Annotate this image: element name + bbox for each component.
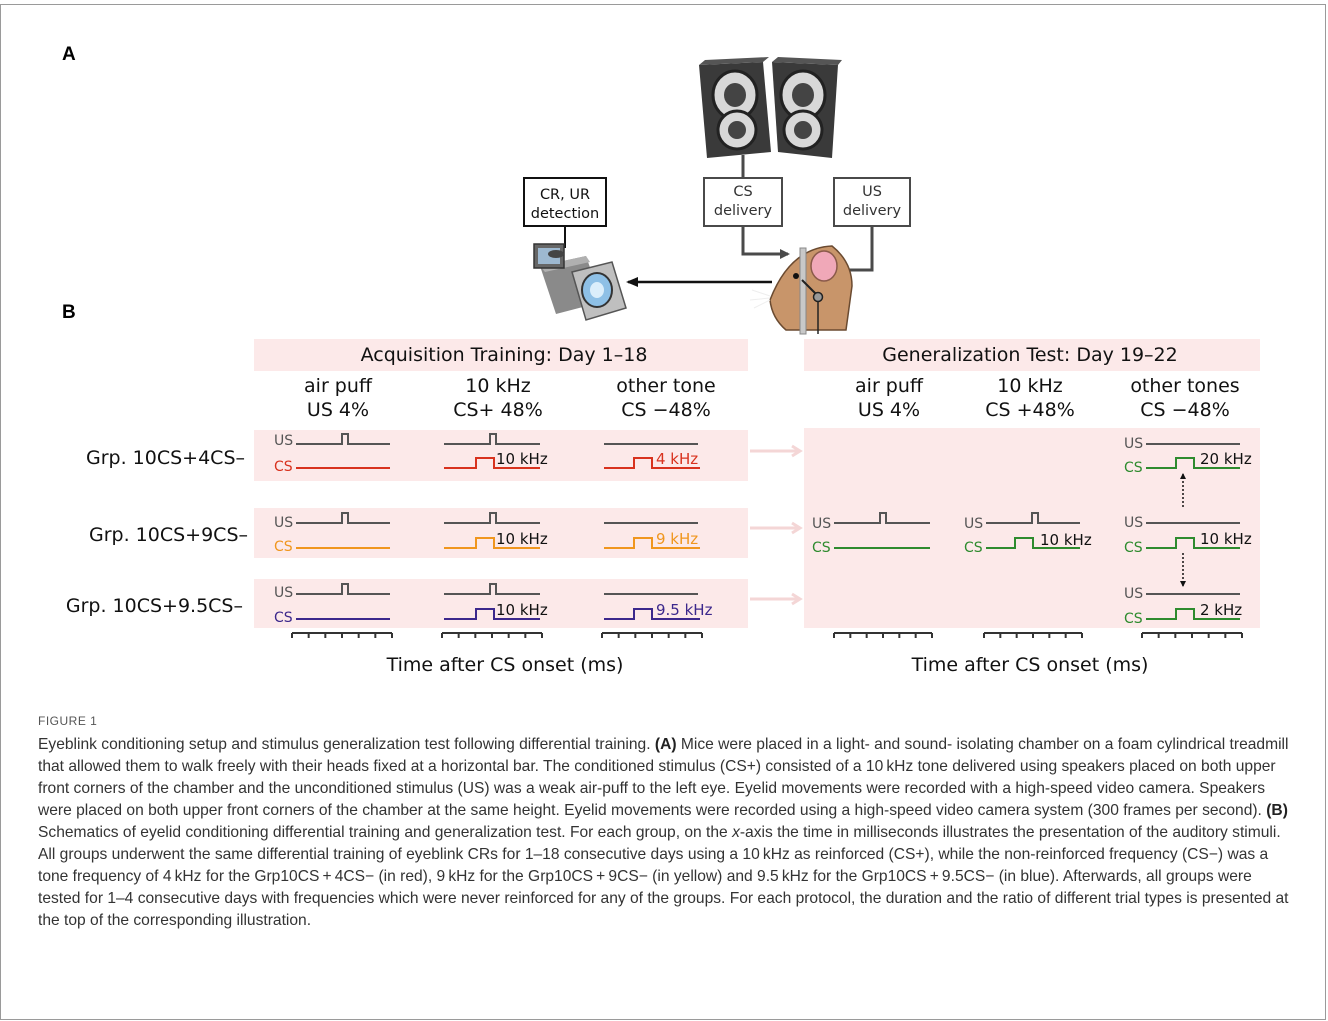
- cs-label: CS: [274, 459, 293, 475]
- test-freq-label: 20 kHz: [1200, 450, 1252, 468]
- other-freq-label: 9 kHz: [656, 530, 698, 548]
- cs-trace: [444, 457, 540, 469]
- acq-time-label: Time after CS onset (ms): [386, 654, 624, 676]
- cr-ur-detection-box: [523, 177, 607, 227]
- cs-label: CS: [1124, 540, 1143, 556]
- gen-col3-line1: other tones: [1130, 375, 1239, 397]
- cs-label: CS: [964, 540, 983, 556]
- figure-graphic: CR, UR detection CS delivery US delivery: [66, 57, 1260, 676]
- caption-x-italic: x: [732, 824, 740, 841]
- us-trace: [444, 433, 540, 445]
- cs-plus-freq-label: 10 kHz: [496, 530, 548, 548]
- acq-col3-line2: CS −48%: [621, 399, 711, 421]
- acq-col2-line2: CS+ 48%: [453, 399, 543, 421]
- group-label-1: Grp. 10CS+4CS–: [86, 447, 245, 469]
- cs-label: CS: [274, 539, 293, 555]
- cs-trace: [1146, 457, 1240, 469]
- gen-col1-line2: US 4%: [858, 399, 920, 421]
- speaker-left-icon: [699, 57, 771, 158]
- gen-col3-line2: CS −48%: [1140, 399, 1230, 421]
- cs-trace: [444, 537, 540, 549]
- acq-col1-line2: US 4%: [307, 399, 369, 421]
- cs-plus-freq-label: 10 kHz: [496, 450, 548, 468]
- gen-col1-line1: air puff: [855, 375, 924, 397]
- acquisition-header: Acquisition Training: Day 1–18: [361, 344, 648, 366]
- cs-label: CS: [812, 540, 831, 556]
- caption-text-2: Mice were placed in a light- and sound- …: [38, 736, 1289, 819]
- us-label: US: [274, 585, 293, 601]
- cs-trace: [1146, 537, 1240, 549]
- cs-delivery-box: [703, 177, 783, 227]
- gen-time-label: Time after CS onset (ms): [911, 654, 1149, 676]
- caption-tag-a: (A): [654, 736, 677, 753]
- us-label: US: [274, 433, 293, 449]
- acq-col1-line1: air puff: [304, 375, 373, 397]
- cs-label: CS: [1124, 460, 1143, 476]
- us-trace: [834, 512, 930, 524]
- video-camera-icon: [533, 243, 627, 321]
- us-delivery-text-1: US: [862, 184, 882, 200]
- us-trace: [444, 512, 540, 524]
- setup-illustration: CR, UR detection CS delivery US delivery: [523, 57, 911, 335]
- us-trace: [296, 433, 390, 445]
- speaker-right-icon: [772, 57, 842, 158]
- caption-title: FIGURE 1: [38, 714, 98, 728]
- cs-trace: [986, 537, 1080, 549]
- us-trace: [986, 512, 1080, 524]
- us-trace: [296, 583, 390, 595]
- us-label: US: [1124, 586, 1143, 602]
- cs-delivery-text-2: delivery: [714, 203, 773, 219]
- group-label-2: Grp. 10CS+9CS–: [89, 524, 248, 546]
- us-label: US: [1124, 515, 1143, 531]
- cr-ur-text-1: CR, UR: [540, 187, 590, 203]
- cr-ur-text-2: detection: [531, 206, 599, 222]
- us-delivery-box: [833, 177, 911, 227]
- cs-trace: [444, 608, 540, 620]
- cs-label: CS: [1124, 611, 1143, 627]
- us-label: US: [274, 515, 293, 531]
- acq-col3-line1: other tone: [616, 375, 715, 397]
- cs-delivery-text-1: CS: [733, 184, 752, 200]
- other-freq-label: 9.5 kHz: [656, 601, 713, 619]
- us-label: US: [1124, 436, 1143, 452]
- caption-text-3: Schematics of eyelid conditioning differ…: [38, 824, 733, 841]
- caption-tag-b: (B): [1266, 802, 1288, 819]
- us-label: US: [812, 516, 831, 532]
- cs-plus-freq-label: 10 kHz: [1040, 531, 1092, 549]
- us-delivery-text-2: delivery: [843, 203, 902, 219]
- us-label: US: [964, 516, 983, 532]
- cs-label: CS: [274, 610, 293, 626]
- figure-frame: [0, 4, 1326, 1020]
- panel-a-label: A: [62, 44, 76, 65]
- acq-col2-line1: 10 kHz: [465, 375, 531, 397]
- panel-b-label: B: [62, 302, 76, 323]
- us-trace: [444, 583, 540, 595]
- cs-plus-freq-label: 10 kHz: [496, 601, 548, 619]
- caption-text-4: -axis the time in milliseconds illustrat…: [38, 824, 1289, 929]
- test-freq-label: 2 kHz: [1200, 601, 1242, 619]
- gen-col2-line1: 10 kHz: [997, 375, 1063, 397]
- test-freq-label: 10 kHz: [1200, 530, 1252, 548]
- gen-col2-line2: CS +48%: [985, 399, 1075, 421]
- caption-text-1: Eyeblink conditioning setup and stimulus…: [38, 736, 655, 753]
- group-label-3: Grp. 10CS+9.5CS–: [66, 595, 243, 617]
- cs-trace: [1146, 608, 1240, 620]
- other-freq-label: 4 kHz: [656, 450, 698, 468]
- mouse-icon: [749, 245, 853, 335]
- caption-body: Eyeblink conditioning setup and stimulus…: [38, 734, 1290, 932]
- us-trace: [296, 512, 390, 524]
- generalization-header: Generalization Test: Day 19–22: [882, 344, 1177, 366]
